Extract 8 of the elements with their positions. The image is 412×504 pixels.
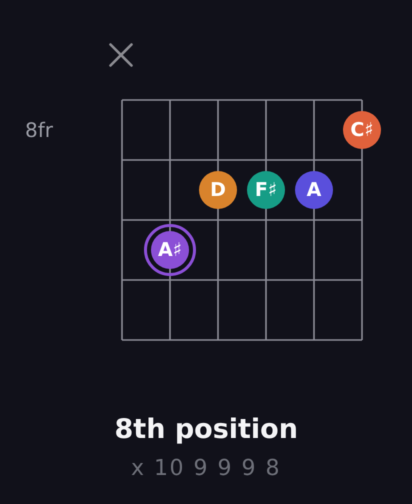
note-dot: F♯ (247, 171, 285, 209)
chord-title: 8th position (114, 416, 298, 443)
fret-number: 8fr (25, 120, 53, 140)
root-note-dot: A♯ (144, 224, 196, 276)
note-dot: A (295, 171, 333, 209)
fingering-text: x 10 9 9 9 8 (131, 458, 281, 480)
note-dot: C♯ (343, 111, 381, 149)
note-dot: D (199, 171, 237, 209)
